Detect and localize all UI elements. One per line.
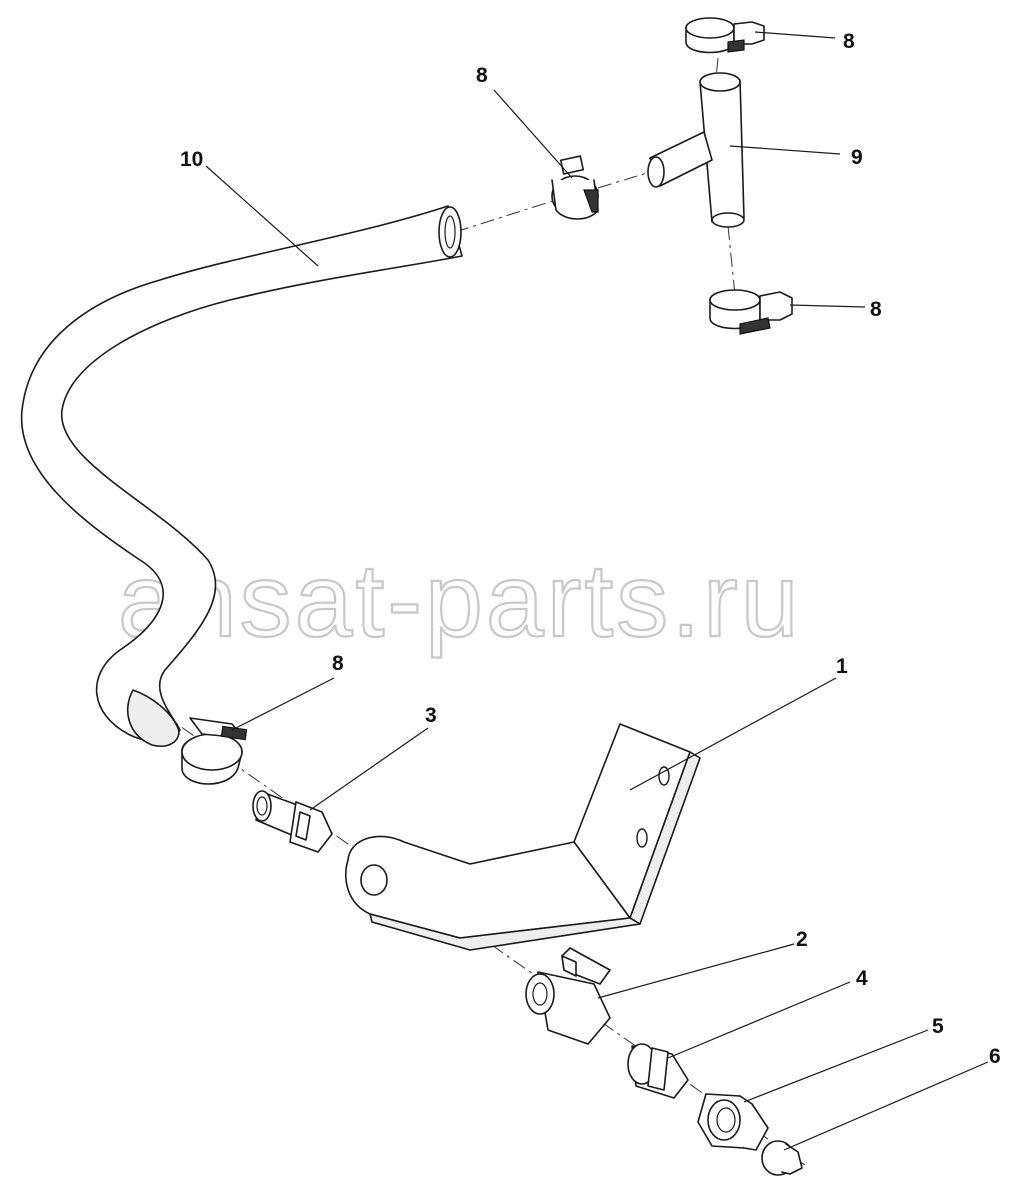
hose-clamp-upper-left — [551, 155, 599, 220]
leader-10 — [205, 165, 319, 267]
hose-clamp-top — [685, 17, 765, 54]
callout-10: 10 — [180, 148, 203, 171]
callout-8-lower: 8 — [332, 652, 344, 675]
watermark-text: ansat-parts.ru — [118, 543, 802, 659]
bracket-hole-top — [658, 766, 670, 786]
leader-4 — [667, 981, 851, 1059]
nipple-part-4 — [627, 1043, 689, 1099]
callout-8-right: 8 — [870, 298, 882, 321]
leader-2 — [597, 943, 795, 999]
barb-fitting-part-3 — [252, 790, 333, 853]
leader-3 — [309, 727, 429, 811]
leader-8-upper-left — [493, 89, 573, 179]
axis-hose-to-clamp — [454, 199, 557, 233]
callout-1: 1 — [836, 655, 848, 678]
leader-8-top — [754, 31, 836, 39]
callout-5: 5 — [932, 1015, 944, 1038]
callout-2: 2 — [796, 928, 808, 951]
hose-end-top — [438, 206, 462, 258]
bracket-hole-bottom — [636, 828, 648, 848]
leader-8-lower — [231, 677, 335, 731]
leader-1 — [629, 677, 837, 791]
axis-clamp-to-tee — [597, 171, 651, 189]
cap-part-6 — [761, 1140, 803, 1176]
callout-6: 6 — [989, 1045, 1001, 1068]
bracket-hole-main — [360, 864, 388, 896]
hose-clamp-right — [709, 289, 793, 335]
valve-part-2 — [525, 947, 611, 1045]
hose-end-bottom — [126, 689, 180, 747]
nut-part-5 — [697, 1093, 769, 1151]
hose-part-10 — [20, 205, 463, 747]
leader-lines — [205, 31, 989, 1151]
callout-8-upper-left: 8 — [476, 64, 488, 87]
tee-fitting-part-9 — [647, 72, 745, 228]
axis-top-clamp — [715, 57, 719, 79]
leader-5 — [743, 1029, 929, 1103]
callout-labels: 8 8 9 10 8 8 1 3 2 4 5 6 — [180, 30, 1001, 1068]
callout-4: 4 — [856, 967, 868, 990]
hose-clamp-lower — [181, 717, 248, 785]
leader-8-right — [789, 304, 866, 308]
bracket-part-1 — [345, 723, 701, 951]
axis-bottom-clamp — [727, 225, 736, 296]
callout-3: 3 — [425, 704, 437, 727]
axis-lower-assembly — [159, 711, 806, 1166]
leader-9 — [729, 145, 841, 155]
leader-6 — [783, 1061, 989, 1151]
assembly-axes — [159, 57, 806, 1166]
callout-9: 9 — [851, 146, 863, 169]
callout-8-top: 8 — [843, 30, 855, 53]
